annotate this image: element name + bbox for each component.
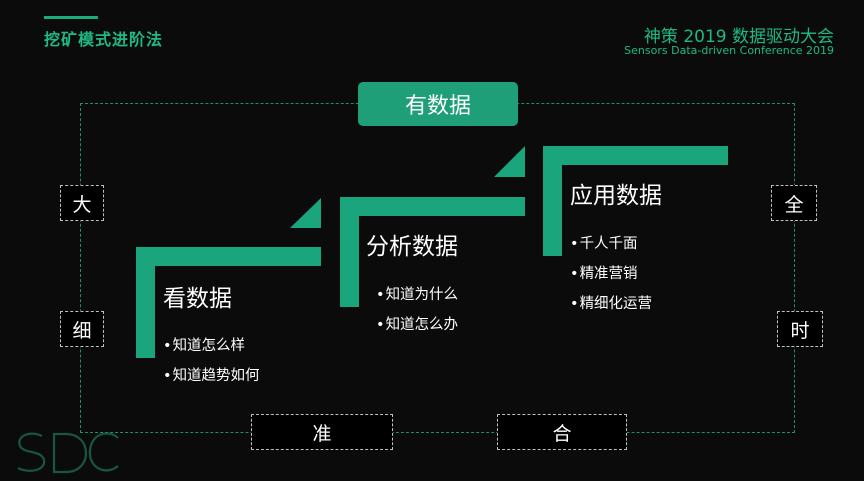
label-fine: 细 [60,311,104,347]
step-3-shape [543,146,728,256]
label-combined: 合 [497,414,627,450]
step-2-bullets: 知道为什么 知道怎么办 [376,283,459,343]
conference-name-en: Sensors Data-driven Conference 2019 [624,44,834,57]
label-big: 大 [60,185,104,221]
label-full: 全 [771,185,817,221]
label-accurate: 准 [251,414,393,450]
list-item: 精细化运营 [570,292,653,313]
step-triangle-2 [494,146,525,177]
sdc-logo-icon [17,432,119,474]
step-1-bullets: 知道怎么样 知道趋势如何 [163,334,260,394]
list-item: 知道趋势如何 [163,364,260,385]
label-time: 时 [777,311,823,347]
step-1-shape [136,247,321,358]
slide-title: 挖矿模式进阶法 [44,30,164,49]
list-item: 千人千面 [570,232,652,253]
conference-name-cn: 神策 2019 数据驱动大会 [643,27,834,47]
list-item: 知道为什么 [376,283,459,304]
title-accent-line [44,16,98,19]
list-item: 知道怎么样 [163,334,260,355]
step-1-title: 看数据 [163,286,232,312]
step-3-bullets: 千人千面 精准营销 精细化运营 [570,232,653,322]
list-item: 知道怎么办 [376,313,459,334]
step-2-title: 分析数据 [366,234,458,260]
step-triangle-1 [290,198,321,228]
top-badge-has-data: 有数据 [358,82,518,126]
step-2-shape [340,197,525,307]
step-3-title: 应用数据 [570,183,662,209]
list-item: 精准营销 [570,262,652,283]
